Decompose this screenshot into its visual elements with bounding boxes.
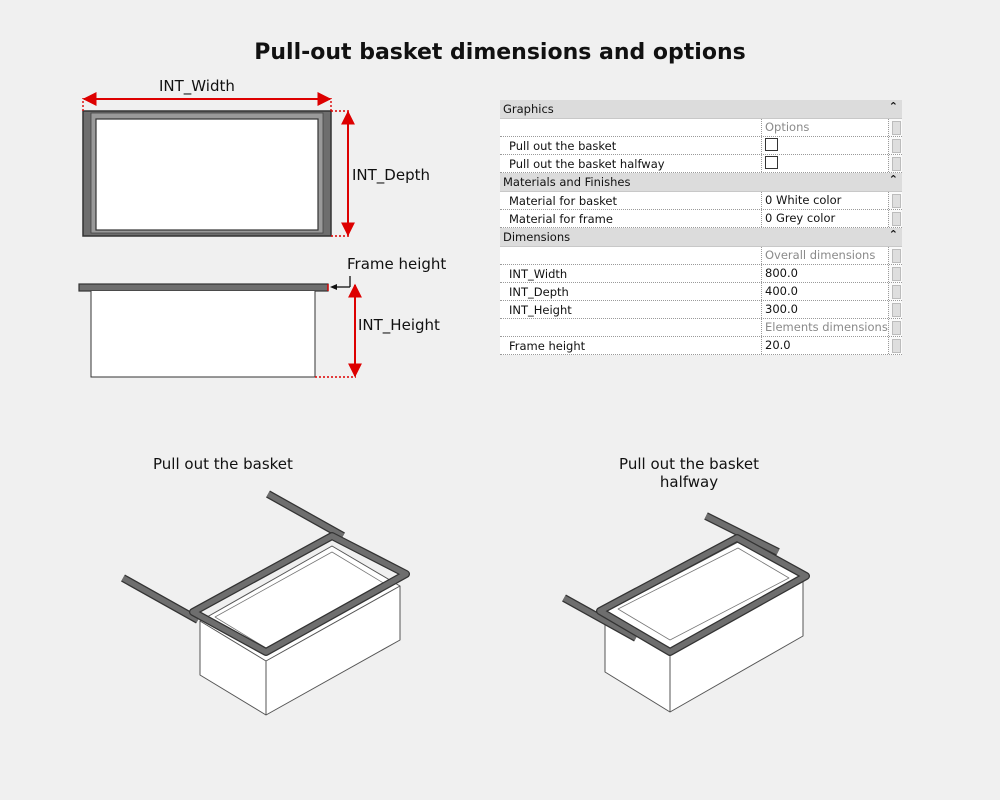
properties-panel: Graphics ⌃ Options Pull out the basket P…	[500, 100, 902, 355]
pull-out-caption: Pull out the basket	[153, 455, 293, 473]
property-name: Frame height	[509, 339, 586, 353]
pull-out-checkbox[interactable]	[765, 138, 778, 151]
property-name: Pull out the basket halfway	[509, 157, 665, 171]
pull-out-halfway-caption-line1: Pull out the basket	[619, 455, 759, 473]
collapse-icon[interactable]: ⌃	[888, 228, 898, 241]
property-row: Material for frame 0 Grey color	[500, 210, 902, 228]
int-depth-label: INT_Depth	[352, 166, 430, 184]
property-value[interactable]: 20.0	[761, 337, 887, 354]
property-value[interactable]: 300.0	[761, 301, 887, 318]
row-scrollbar[interactable]	[888, 265, 902, 282]
top-view	[82, 92, 355, 237]
property-row: INT_Depth 400.0	[500, 283, 902, 301]
section-graphics[interactable]: Graphics ⌃	[500, 100, 902, 119]
row-scrollbar[interactable]	[888, 210, 902, 227]
property-name: INT_Width	[509, 267, 568, 281]
property-row: INT_Height 300.0	[500, 301, 902, 319]
property-value[interactable]: 0 Grey color	[761, 210, 887, 227]
property-value	[761, 155, 887, 172]
row-scrollbar[interactable]	[888, 319, 902, 336]
int-width-label: INT_Width	[159, 77, 235, 95]
property-row: Options	[500, 119, 902, 137]
page-title: Pull-out basket dimensions and options	[254, 40, 746, 65]
property-row: Frame height 20.0	[500, 337, 902, 355]
property-name: Material for frame	[509, 212, 613, 226]
property-row: Pull out the basket	[500, 137, 902, 155]
property-value[interactable]: 800.0	[761, 265, 887, 282]
property-row: Overall dimensions	[500, 247, 902, 265]
collapse-icon[interactable]: ⌃	[888, 100, 898, 113]
section-title: Materials and Finishes	[503, 175, 631, 189]
property-name: INT_Height	[509, 303, 572, 317]
property-value	[761, 137, 887, 154]
side-view	[78, 276, 362, 378]
group-label-overall-dimensions: Overall dimensions	[761, 247, 887, 264]
row-scrollbar[interactable]	[888, 137, 902, 154]
group-label-elements-dimensions: Elements dimensions	[761, 319, 888, 336]
property-name: INT_Depth	[509, 285, 569, 299]
collapse-icon[interactable]: ⌃	[888, 173, 898, 186]
iso-pull-out-basket	[121, 490, 410, 716]
property-row: Elements dimensions	[500, 319, 902, 337]
int-height-label: INT_Height	[358, 316, 440, 334]
row-scrollbar[interactable]	[888, 283, 902, 300]
property-name: Material for basket	[509, 194, 618, 208]
property-row: Pull out the basket halfway	[500, 155, 902, 173]
section-materials-and-finishes[interactable]: Materials and Finishes ⌃	[500, 173, 902, 192]
property-row: Material for basket 0 White color	[500, 192, 902, 210]
property-name: Pull out the basket	[509, 139, 617, 153]
row-scrollbar[interactable]	[888, 119, 902, 136]
property-value[interactable]: 0 White color	[761, 192, 887, 209]
section-title: Dimensions	[503, 230, 571, 244]
frame-height-label: Frame height	[347, 255, 447, 273]
section-dimensions[interactable]: Dimensions ⌃	[500, 228, 902, 247]
section-title: Graphics	[503, 102, 554, 116]
property-value[interactable]: 400.0	[761, 283, 887, 300]
pull-out-halfway-caption-line2: halfway	[659, 473, 719, 491]
pull-out-halfway-caption: Pull out the basket halfway	[589, 455, 789, 491]
row-scrollbar[interactable]	[888, 155, 902, 172]
iso-pull-out-basket-halfway	[562, 512, 810, 713]
group-label-options: Options	[761, 119, 887, 136]
row-scrollbar[interactable]	[888, 247, 902, 264]
pull-out-halfway-checkbox[interactable]	[765, 156, 778, 169]
row-scrollbar[interactable]	[888, 337, 902, 354]
row-scrollbar[interactable]	[888, 301, 902, 318]
property-row: INT_Width 800.0	[500, 265, 902, 283]
row-scrollbar[interactable]	[888, 192, 902, 209]
